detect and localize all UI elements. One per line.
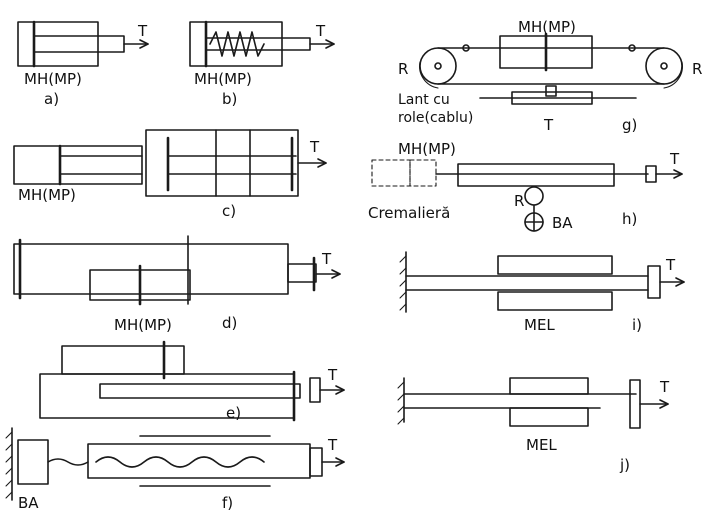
- label-mel: MEL: [526, 436, 557, 454]
- figure-label-d: d): [222, 314, 237, 332]
- label-R: R: [514, 192, 524, 210]
- shaft: [47, 458, 89, 466]
- mel-top: [509, 377, 589, 395]
- label-T: T: [327, 436, 338, 454]
- wall-hatch: [5, 431, 13, 499]
- figure-label-i: i): [632, 316, 642, 334]
- scheme-j: T MEL j): [397, 377, 670, 474]
- scheme-a: T MH(MP) a): [17, 20, 149, 108]
- figure-label-j: j): [619, 456, 630, 474]
- pulley-right: [645, 47, 683, 85]
- label-mh-mp: MH(MP): [194, 70, 252, 88]
- arrow: [675, 277, 685, 287]
- rod-head: [309, 377, 321, 403]
- figure-label-a: a): [44, 90, 59, 108]
- pulley-right-axle: [660, 62, 668, 70]
- arc-left: [419, 61, 439, 89]
- piston-rod: [33, 35, 125, 53]
- label-R-right: R: [692, 60, 702, 78]
- label-mh-mp: MH(MP): [518, 18, 576, 36]
- figure-label-e: e): [226, 404, 241, 422]
- link-right: [628, 44, 636, 52]
- rod-head: [309, 447, 323, 477]
- cylinder-body: [13, 145, 143, 185]
- wall-hatch: [397, 381, 405, 425]
- arrow: [139, 39, 149, 49]
- cylinder: [61, 345, 185, 375]
- label-mel: MEL: [524, 316, 555, 334]
- arrow: [335, 385, 345, 395]
- label-T: T: [309, 138, 320, 156]
- scheme-c: T MH(MP) c): [13, 129, 327, 220]
- pinion: [524, 186, 544, 206]
- label-T: T: [543, 116, 554, 134]
- frame: [39, 373, 295, 419]
- figure-label-c: c): [222, 202, 236, 220]
- housing: [87, 443, 311, 479]
- arrow: [673, 169, 683, 179]
- label-mh-mp: MH(MP): [18, 186, 76, 204]
- label-role-cablu: role(cablu): [398, 110, 473, 126]
- label-T: T: [669, 150, 680, 168]
- mel-bottom: [509, 407, 589, 427]
- arrow: [659, 399, 669, 409]
- arc-right: [663, 61, 683, 89]
- carriage-clamp: [545, 85, 557, 97]
- scheme-b: T MH(MP) b): [189, 20, 335, 108]
- scheme-h: T MH(MP) Cremalieră R BA h): [368, 140, 683, 232]
- label-lant-cu: Lant cu: [398, 92, 450, 108]
- label-mh-mp: MH(MP): [398, 140, 456, 158]
- figure-label-h: h): [622, 210, 637, 228]
- phantom-cylinder-2: [409, 159, 437, 187]
- scheme-d: T MH(MP) d): [13, 235, 341, 334]
- cylinder-body: [17, 21, 99, 67]
- arrow: [317, 158, 327, 168]
- stator-bottom: [497, 291, 613, 311]
- cylinder-body: [189, 21, 283, 67]
- label-ba: BA: [18, 494, 39, 512]
- screw: [95, 456, 265, 468]
- link-left: [462, 44, 470, 52]
- figure-label-f: f): [222, 494, 233, 512]
- label-cremaliera: Cremalieră: [368, 204, 450, 222]
- label-R-left: R: [398, 60, 408, 78]
- arrow: [335, 457, 345, 467]
- scheme-g: MH(MP) R R Lant cu role(cablu) T g): [398, 18, 702, 134]
- pulley-left: [419, 47, 457, 85]
- outer-frame: [13, 243, 289, 295]
- arrow: [325, 39, 335, 49]
- pulley-left-axle: [434, 62, 442, 70]
- stator-top: [497, 255, 613, 275]
- rack-body: [457, 163, 615, 187]
- label-T: T: [137, 22, 148, 40]
- rod-head: [647, 265, 661, 299]
- label-mh-mp: MH(MP): [114, 316, 172, 334]
- scheme-e: T e): [39, 340, 345, 422]
- label-T: T: [327, 366, 338, 384]
- label-T: T: [659, 378, 670, 396]
- arrow: [331, 269, 341, 279]
- scheme-i: T MEL i): [399, 251, 685, 334]
- rod: [99, 383, 301, 399]
- wall-hatch: [399, 255, 407, 311]
- label-T: T: [665, 256, 676, 274]
- ba-box: [17, 439, 49, 485]
- figure-label-b: b): [222, 90, 237, 108]
- phantom-cylinder-1: [371, 159, 411, 187]
- label-mh-mp: MH(MP): [24, 70, 82, 88]
- label-ba: BA: [552, 214, 573, 232]
- spring: [209, 31, 265, 57]
- end-plate: [629, 379, 641, 429]
- label-T: T: [321, 250, 332, 268]
- rod: [287, 263, 317, 283]
- label-T: T: [315, 22, 326, 40]
- scheme-f: T BA f): [5, 427, 345, 512]
- piston-rod: [205, 37, 311, 51]
- figure-label-g: g): [622, 116, 637, 134]
